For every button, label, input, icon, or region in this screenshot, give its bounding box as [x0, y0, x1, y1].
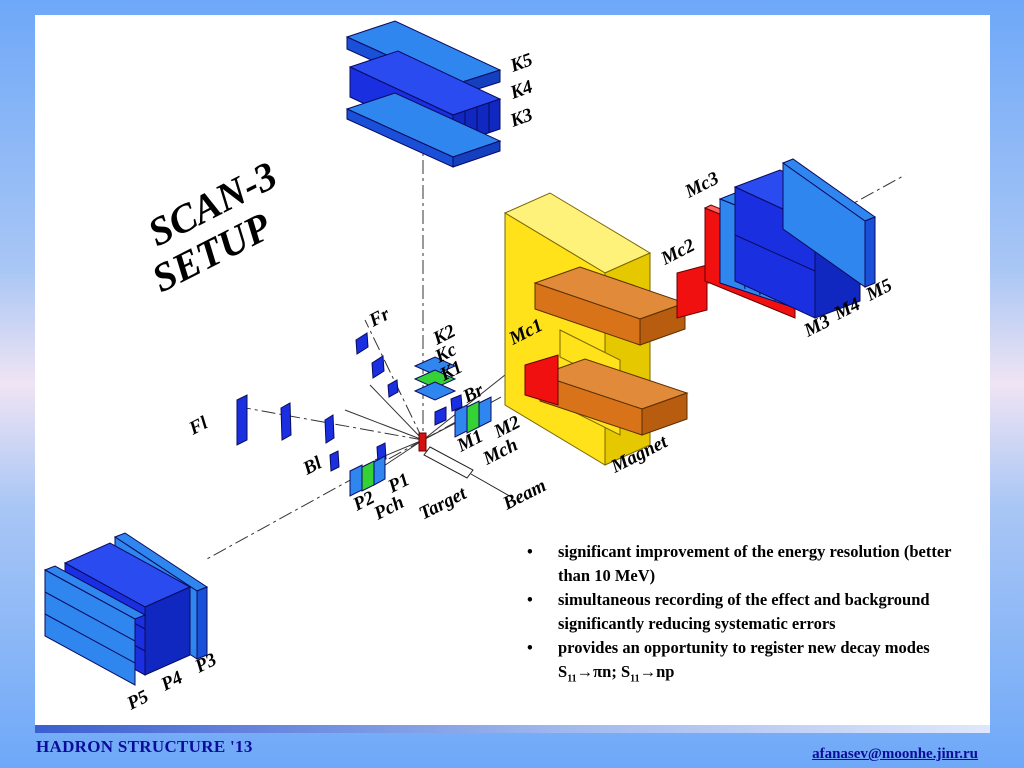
label-fl: Fl [185, 412, 212, 440]
label-target: Target [416, 483, 471, 525]
p1-p2-counters [349, 455, 386, 497]
m1-m2-counters [454, 396, 492, 438]
subscript: 11 [630, 673, 640, 685]
bullet-item: significant improvement of the energy re… [522, 540, 982, 588]
bullet-list: significant improvement of the energy re… [522, 540, 982, 691]
label-m3: M3 [800, 311, 834, 342]
label-fr: Fr [365, 303, 394, 332]
label-mch: Mch [479, 434, 521, 469]
label-k5: K5 [507, 49, 536, 77]
bullet-item: simultaneous recording of the effect and… [522, 588, 982, 636]
footer-conference: HADRON STRUCTURE '13 [36, 737, 253, 756]
small-counters [236, 332, 463, 472]
label-mc3: Mc3 [681, 168, 722, 203]
bullet-text: significant improvement of the energy re… [558, 542, 952, 585]
beam-arrow [423, 446, 514, 499]
label-k3: K3 [507, 104, 536, 132]
footer-bar [35, 725, 990, 733]
p-detector-stack [43, 532, 209, 686]
label-pch: Pch [370, 492, 408, 525]
label-p4: P4 [157, 667, 186, 696]
label-beam: Beam [499, 475, 550, 515]
bullet-text: →πn; S [576, 662, 631, 681]
bullet-item: provides an opportunity to register new … [522, 636, 982, 691]
slide-canvas: SCAN-3 SETUP K5 K4 K3 Mc3 Mc2 Mc1 M3 M4 … [35, 15, 990, 725]
label-bl: Bl [299, 452, 326, 480]
footer-email-link[interactable]: afanasev@moonhe.jinr.ru [812, 746, 978, 762]
subscript: 11 [567, 673, 577, 685]
bullet-text: →np [639, 662, 675, 681]
label-p5: P5 [123, 686, 153, 715]
scan3-setup-diagram: SCAN-3 SETUP K5 K4 K3 Mc3 Mc2 Mc1 M3 M4 … [43, 20, 906, 715]
target [418, 432, 427, 452]
bullet-text: provides an opportunity to register new … [558, 638, 930, 681]
k-detector-stack [345, 20, 502, 168]
label-k4: K4 [507, 76, 536, 104]
m-detector-stack [718, 158, 877, 319]
magnet-coils [533, 266, 689, 436]
label-mc2: Mc2 [657, 235, 699, 270]
bullet-text: simultaneous recording of the effect and… [558, 590, 930, 633]
